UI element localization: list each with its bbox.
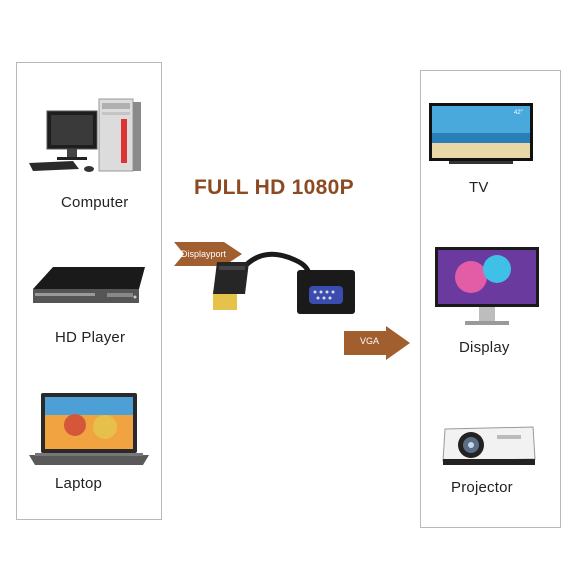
tv-icon: 42": [429, 103, 533, 164]
target-label-projector: Projector: [451, 479, 513, 496]
tv-size-badge: 42": [514, 110, 523, 116]
source-label-hd-player: HD Player: [55, 329, 126, 346]
computer-icon: [29, 98, 141, 172]
source-label-computer: Computer: [61, 194, 129, 211]
source-label-laptop: Laptop: [55, 475, 103, 492]
vga-arrow: [344, 326, 410, 360]
hd-player-icon: [33, 267, 145, 303]
target-label-tv: TV: [469, 179, 489, 196]
displayport-arrow-label: Displayport: [181, 249, 227, 259]
vga-arrow-label: VGA: [360, 336, 380, 346]
headline: FULL HD 1080P: [194, 176, 354, 199]
target-label-display: Display: [459, 339, 510, 356]
displayport-arrow: [174, 242, 242, 266]
source-devices-panel: Computer HD Player Laptop: [16, 62, 162, 520]
projector-icon: [442, 426, 536, 465]
target-devices-panel: 42" TV Display Projector: [420, 70, 561, 528]
displayport-to-vga-adapter: [213, 251, 355, 314]
laptop-icon: [29, 393, 149, 465]
display-icon: [435, 247, 539, 325]
